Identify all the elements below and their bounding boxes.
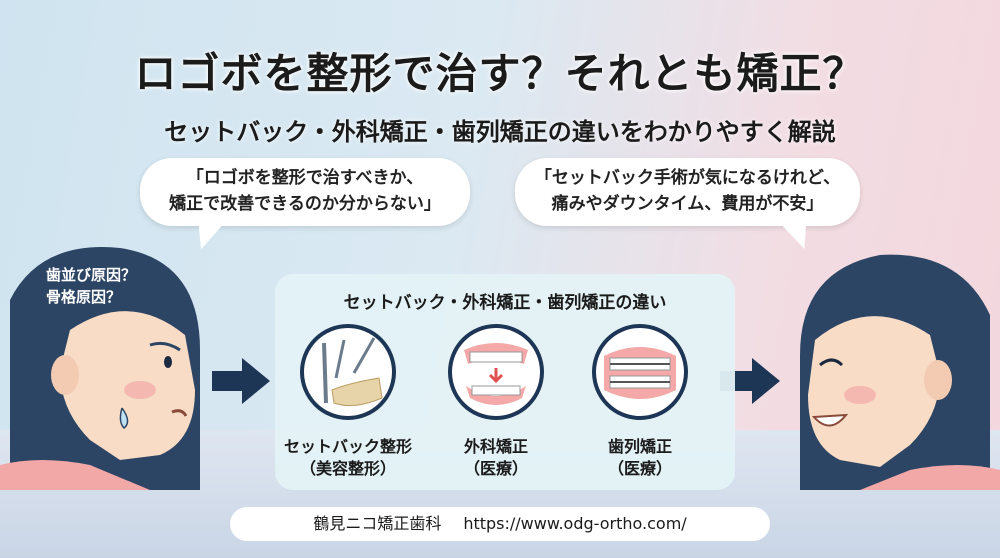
bubble-left-line2: 矯正で改善できるのか分からない」 [169,194,441,214]
surgical-tools-jaw-icon [300,324,396,420]
option-setback-label: セットバック整形 （美容整形） [273,436,423,480]
arrow-right-icon [720,358,780,404]
braces-teeth-icon [592,324,688,420]
smiling-woman-illustration [800,254,1000,490]
bubble-right-line2: 痛みやダウンタイム、費用が不安」 [551,194,824,214]
option-name: 外科矯正 [463,437,528,456]
worried-woman-illustration [0,247,200,490]
option-category: （美容整形） [299,459,396,478]
question-teeth: 歯並び原因？ [46,266,137,284]
bubble-left-line1: 「ロゴボを整形で治すべきか、 [186,168,424,188]
footer-bar: 鶴見ニコ矯正歯科 https://www.odg-ortho.com/ [230,507,770,541]
clinic-url-link[interactable]: https://www.odg-ortho.com/ [463,514,687,533]
option-category: （医療） [463,459,528,478]
worry-question: 歯並び原因？ 骨格原因？ [46,264,136,308]
option-category: （医療） [607,459,672,478]
speech-bubble-right: 「セットバック手術が気になるけれど、 痛みやダウンタイム、費用が不安」 [515,158,860,254]
question-skeletal: 骨格原因？ [46,288,122,306]
arrow-right-icon [212,358,270,404]
clinic-name: 鶴見ニコ矯正歯科 [313,514,442,533]
option-surgical-ortho-label: 外科矯正 （医療） [421,436,571,480]
comparison-panel: セットバック・外科矯正・歯列矯正の違い セットバック整形 （美容整形） 外科矯正… [275,274,735,490]
subtitle: セットバック・外科矯正・歯列矯正の違いをわかりやすく解説 [164,118,836,146]
speech-bubble-left: 「ロゴボを整形で治すべきか、 矯正で改善できるのか分からない」 [140,158,470,254]
bubble-right-line1: 「セットバック手術が気になるけれど、 [534,168,841,188]
panel-title: セットバック・外科矯正・歯列矯正の違い [343,293,667,313]
option-name: セットバック整形 [283,437,412,456]
option-name: 歯列矯正 [607,437,672,456]
braces-jaw-surgery-icon [448,324,544,420]
option-ortho-label: 歯列矯正 （医療） [565,436,715,480]
main-title: ロゴボを整形で治す？それとも矯正？ [134,49,866,98]
